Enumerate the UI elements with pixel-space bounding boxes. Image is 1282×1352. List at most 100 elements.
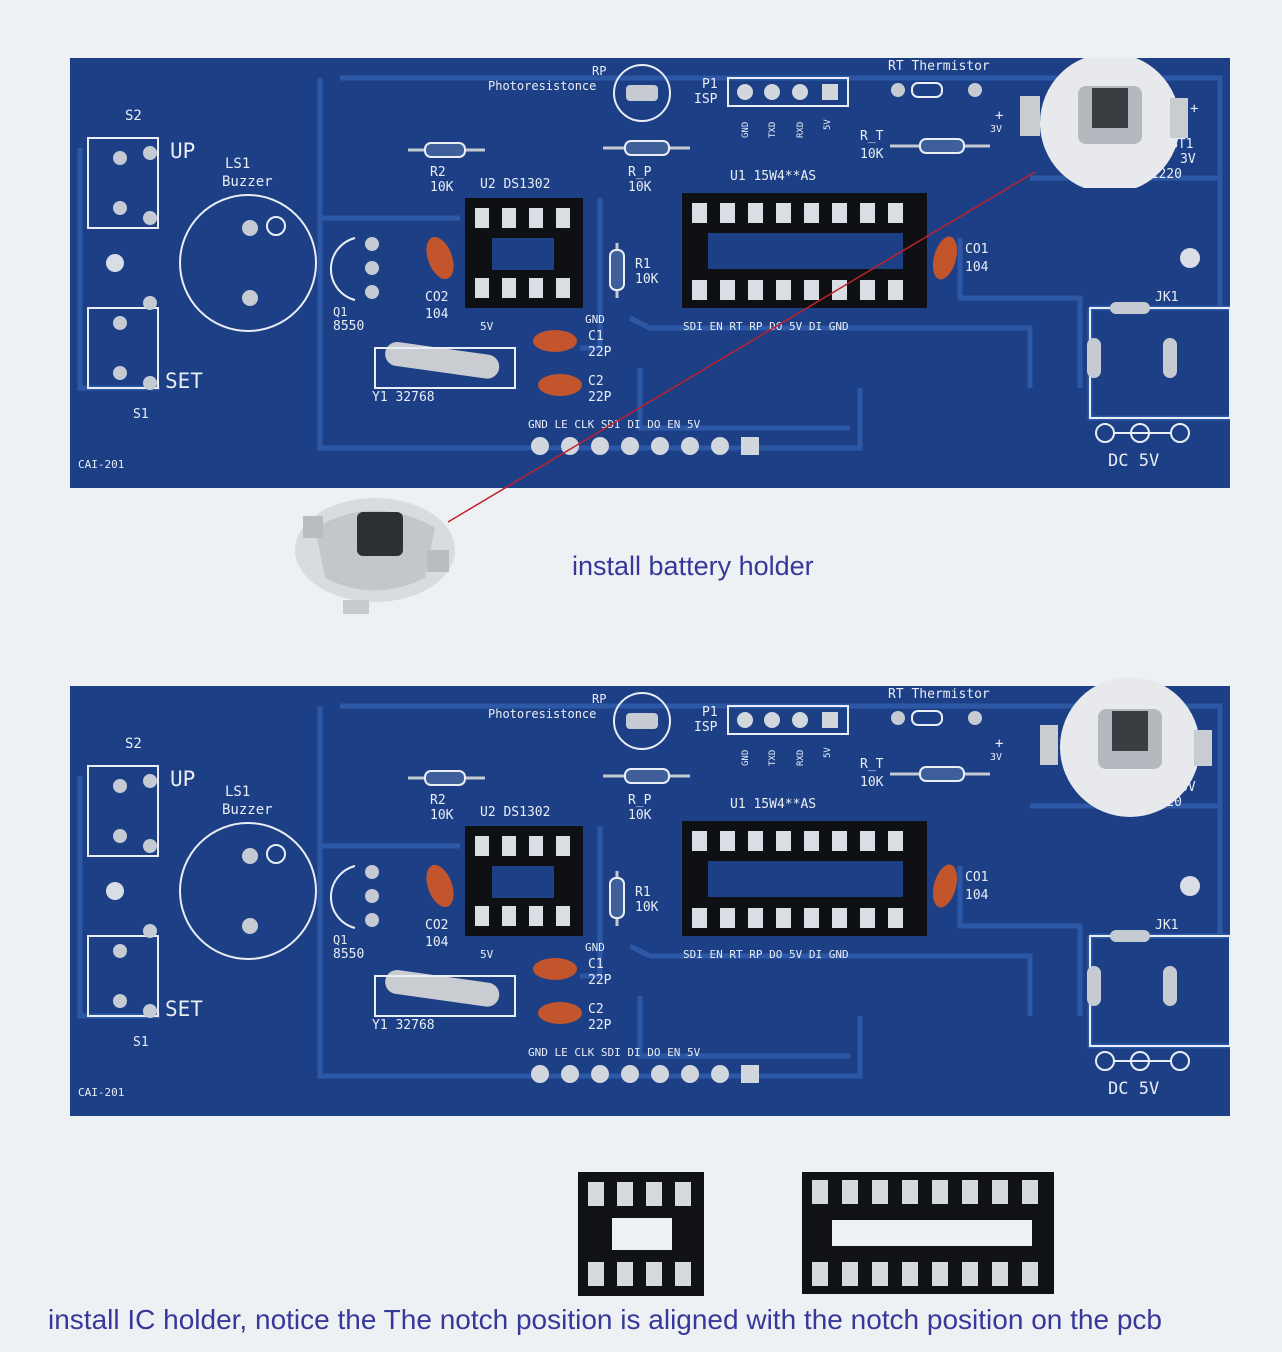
ic-pin bbox=[832, 908, 847, 928]
label-plus: + bbox=[995, 736, 1003, 752]
transistor-pads bbox=[365, 865, 379, 927]
solder-pad bbox=[242, 848, 258, 864]
label-header-pins: GND LE CLK SDI DI DO EN 5V bbox=[528, 1046, 701, 1059]
label-r2-ref: R2 bbox=[430, 793, 446, 808]
label-5v: 5V bbox=[480, 948, 494, 961]
board-code: CAI-201 bbox=[78, 1086, 124, 1099]
label-plus: + bbox=[995, 108, 1003, 124]
solder-pad bbox=[242, 918, 258, 934]
ic-pin bbox=[860, 908, 875, 928]
label-q1-ref: Q1 bbox=[333, 305, 347, 319]
switch-s2-outline bbox=[87, 137, 159, 229]
ic-pin bbox=[932, 1262, 948, 1286]
label-thermistor: RT Thermistor bbox=[888, 59, 990, 74]
capacitor-co2 bbox=[426, 236, 454, 280]
label-r2-val: 10K bbox=[430, 808, 454, 823]
crystal-y1 bbox=[385, 341, 500, 379]
label-bt1-v: 3V bbox=[1180, 152, 1196, 167]
isp-pin-5v: 5V bbox=[823, 119, 833, 130]
label-s2: S2 bbox=[125, 108, 142, 124]
label-ls1: LS1 bbox=[225, 156, 250, 172]
label-y1: Y1 32768 bbox=[372, 390, 435, 405]
ic-pin bbox=[776, 280, 791, 300]
dc-jack-pad bbox=[1163, 966, 1177, 1006]
ic-pin bbox=[720, 908, 735, 928]
label-u2: U2 DS1302 bbox=[480, 805, 550, 820]
ic-pin bbox=[888, 908, 903, 928]
label-rt-ref: R_T bbox=[860, 757, 884, 772]
dc-jack-pad bbox=[1087, 966, 1101, 1006]
label-plus-3v: 3V bbox=[990, 124, 1002, 135]
label-c1-ref: C1 bbox=[588, 329, 604, 344]
ic-pin bbox=[748, 908, 763, 928]
isp-pin-gnd: GND bbox=[741, 750, 751, 766]
label-rp-res-val: 10K bbox=[628, 180, 652, 195]
ic-u1-socket bbox=[682, 193, 927, 308]
ic-pin bbox=[832, 280, 847, 300]
label-p1: P1 bbox=[702, 77, 718, 92]
label-plus-3v: 3V bbox=[990, 752, 1002, 763]
capacitor-c2 bbox=[538, 374, 582, 396]
plus-marker-icon bbox=[266, 216, 286, 236]
switch-s2-outline bbox=[87, 765, 159, 857]
ic-pin bbox=[720, 203, 735, 223]
ic-pin bbox=[776, 908, 791, 928]
label-c1-ref: C1 bbox=[588, 957, 604, 972]
pcb-board-bottom: S2 UP LS1 Buzzer SET S1 CAI-201 RP Photo… bbox=[0, 686, 1282, 1126]
ic-pin bbox=[748, 831, 763, 851]
label-rp-ref: RP bbox=[592, 64, 606, 78]
buzzer-outline bbox=[179, 822, 317, 960]
label-rt-val: 10K bbox=[860, 147, 884, 162]
ic-pin bbox=[992, 1180, 1008, 1204]
ic-pin bbox=[692, 280, 707, 300]
ic-pin bbox=[692, 831, 707, 851]
label-rp-res-ref: R_P bbox=[628, 793, 652, 808]
resistor-rt bbox=[890, 138, 990, 154]
photoresistor-outline bbox=[613, 692, 671, 750]
label-co1-ref: CO1 bbox=[965, 870, 988, 885]
crystal-outline bbox=[374, 975, 516, 1017]
label-rt-val: 10K bbox=[860, 775, 884, 790]
crystal-y1 bbox=[385, 969, 500, 1007]
switch-pads bbox=[113, 146, 157, 390]
ic-pin bbox=[812, 1262, 828, 1286]
ic-holder-8pin-loose bbox=[578, 1172, 704, 1296]
label-photoresistor: Photoresistonce bbox=[488, 707, 596, 721]
label-u1-pins: SDI EN RT RP DO 5V DI GND bbox=[683, 320, 849, 333]
label-buzzer: Buzzer bbox=[222, 174, 273, 190]
ic-u2-socket bbox=[465, 198, 583, 308]
resistor-r2 bbox=[408, 142, 485, 158]
mount-hole bbox=[106, 254, 124, 272]
label-buzzer: Buzzer bbox=[222, 802, 273, 818]
resistor-rt bbox=[890, 766, 990, 782]
label-c2-ref: C2 bbox=[588, 1002, 604, 1017]
label-r2-ref: R2 bbox=[430, 165, 446, 180]
isp-pin-txd: TXD bbox=[768, 750, 778, 766]
dc-jack-pad bbox=[1110, 302, 1150, 314]
photoresistor-pad bbox=[626, 713, 658, 729]
label-up: UP bbox=[170, 139, 195, 163]
ic-pin bbox=[962, 1262, 978, 1286]
ic-pin bbox=[902, 1262, 918, 1286]
label-r1-ref: R1 bbox=[635, 885, 651, 900]
isp-pin-gnd: GND bbox=[741, 122, 751, 138]
resistor-r1 bbox=[609, 243, 625, 298]
isp-header-outline bbox=[727, 77, 849, 107]
transistor-q1-outline bbox=[329, 237, 356, 301]
ic-pin bbox=[992, 1262, 1008, 1286]
plus-marker-icon bbox=[266, 844, 286, 864]
ic-u1-socket bbox=[682, 821, 927, 936]
label-p1: P1 bbox=[702, 705, 718, 720]
label-header-pins: GND LE CLK SDI DI DO EN 5V bbox=[528, 418, 701, 431]
ic-pin bbox=[888, 831, 903, 851]
label-rt-ref: R_T bbox=[860, 129, 884, 144]
dc-polarity-icon bbox=[1095, 1051, 1190, 1071]
label-q1-val: 8550 bbox=[333, 319, 364, 334]
battery-holder-installed-2 bbox=[1040, 677, 1212, 817]
dc-jack-pad bbox=[1163, 338, 1177, 378]
dc-jack-pad bbox=[1087, 338, 1101, 378]
label-gnd: GND bbox=[585, 313, 605, 326]
label-co2-val: 104 bbox=[425, 935, 449, 950]
label-c2-val: 22P bbox=[588, 1018, 612, 1033]
capacitor-co2 bbox=[426, 864, 454, 908]
